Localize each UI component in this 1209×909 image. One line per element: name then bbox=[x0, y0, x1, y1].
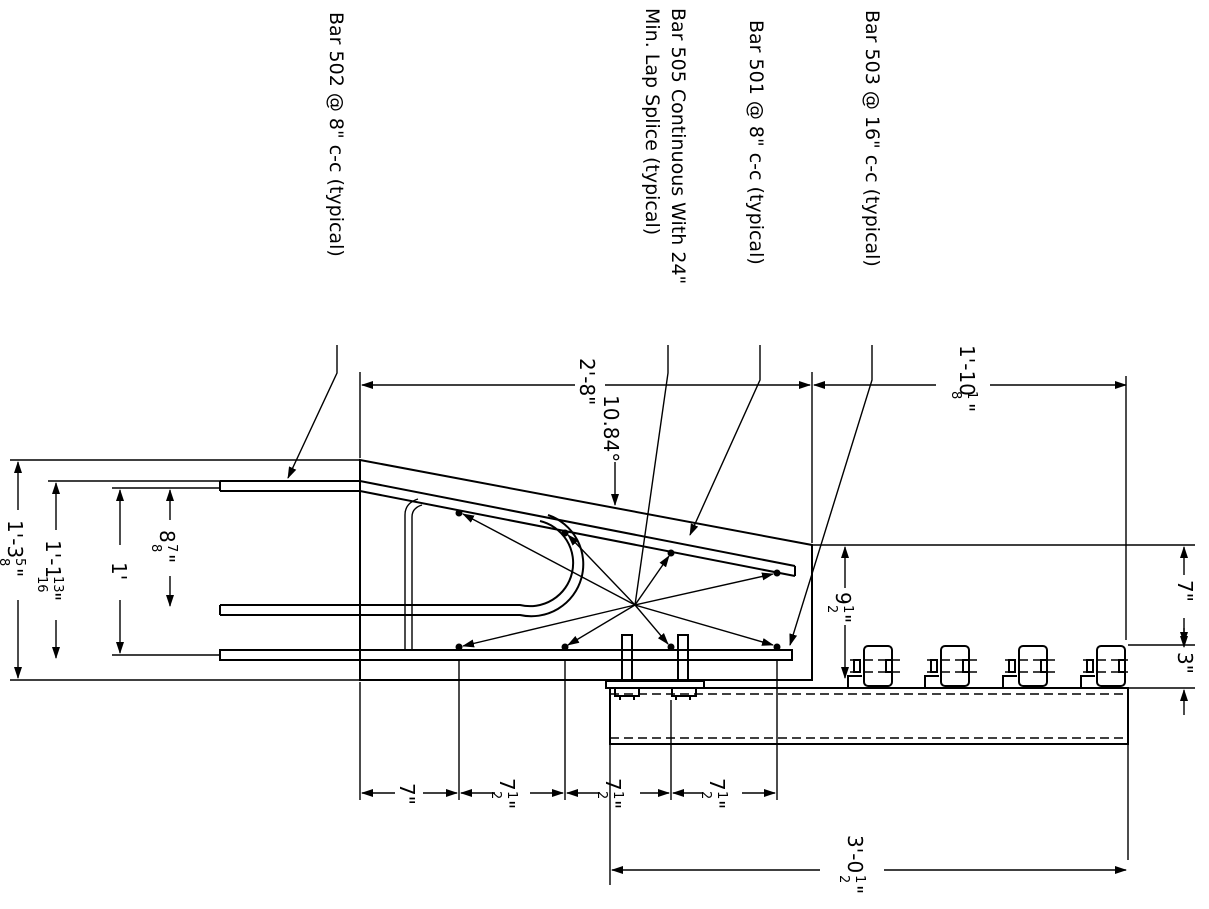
dimension-top bbox=[361, 376, 1127, 640]
rebar-group bbox=[219, 480, 796, 661]
dim-right-seven: 7" bbox=[1173, 580, 1197, 602]
svg-text:13: 13 bbox=[50, 576, 65, 593]
leader-lines bbox=[287, 345, 873, 646]
svg-text:": " bbox=[705, 800, 729, 809]
bar-505-pointers bbox=[462, 513, 774, 648]
connector-1 bbox=[836, 645, 900, 689]
svg-text:2: 2 bbox=[824, 605, 839, 613]
svg-text:1'-1: 1'-1 bbox=[41, 540, 65, 578]
dim-left-small: 8 7 8 " bbox=[148, 530, 179, 563]
dim-top-right: 1'-10 1 8 " bbox=[948, 345, 979, 412]
svg-text:8: 8 bbox=[948, 391, 963, 399]
svg-text:1'-3: 1'-3 bbox=[3, 520, 27, 558]
connector-4 bbox=[1069, 645, 1128, 689]
dimension-right bbox=[812, 544, 1195, 715]
svg-text:7: 7 bbox=[601, 778, 625, 791]
callout-bar-501: Bar 501 @ 8" c-c (typical) bbox=[745, 20, 767, 265]
svg-text:": " bbox=[495, 800, 519, 809]
svg-text:": " bbox=[831, 614, 855, 623]
dim-left-outer: 1'-3 5 8 " bbox=[0, 520, 27, 577]
svg-text:8: 8 bbox=[0, 558, 11, 566]
svg-text:7: 7 bbox=[495, 778, 519, 791]
dimension-bottom bbox=[359, 660, 1127, 874]
steel-girder bbox=[605, 680, 1129, 885]
svg-text:2: 2 bbox=[836, 875, 851, 883]
callout-bar-505-line2: Min. Lap Splice (typical) bbox=[641, 8, 663, 235]
svg-text:": " bbox=[155, 554, 179, 563]
svg-text:16: 16 bbox=[34, 576, 49, 593]
connector-3 bbox=[991, 645, 1055, 689]
dim-bottom-b: 7 1 2 " bbox=[594, 778, 625, 809]
rebar-dots bbox=[455, 509, 781, 651]
svg-text:2: 2 bbox=[698, 791, 713, 799]
svg-text:2: 2 bbox=[594, 791, 609, 799]
svg-text:1: 1 bbox=[852, 875, 867, 883]
dim-left-inner: 1' bbox=[107, 562, 131, 580]
dim-right-three: 3" bbox=[1173, 652, 1197, 674]
callout-bar-505-line1: Bar 505 Continuous With 24" bbox=[667, 8, 689, 284]
svg-text:1: 1 bbox=[964, 391, 979, 399]
svg-text:5: 5 bbox=[12, 558, 27, 566]
svg-text:1: 1 bbox=[840, 605, 855, 613]
svg-text:1'-10: 1'-10 bbox=[955, 345, 979, 396]
svg-text:8: 8 bbox=[155, 530, 179, 543]
anchor-bolts bbox=[614, 634, 697, 700]
concrete-outline bbox=[359, 372, 813, 681]
svg-text:9: 9 bbox=[831, 592, 855, 605]
svg-text:": " bbox=[955, 403, 979, 412]
svg-text:1: 1 bbox=[610, 791, 625, 799]
dim-bottom-c: 7 1 2 " bbox=[698, 778, 729, 809]
svg-text:3'-0: 3'-0 bbox=[843, 835, 867, 873]
dim-mid-nine-half: 9 1 2 " bbox=[824, 592, 855, 623]
svg-text:7: 7 bbox=[705, 778, 729, 791]
dim-bottom-total: 3'-0 1 2 " bbox=[836, 835, 867, 894]
dim-left-mid: 1'-1 13 16 " bbox=[34, 540, 65, 601]
svg-text:": " bbox=[601, 800, 625, 809]
shear-connectors bbox=[836, 645, 1128, 689]
callout-bar-503: Bar 503 @ 16" c-c (typical) bbox=[861, 10, 883, 267]
dim-slope: 10.84° bbox=[599, 395, 623, 462]
svg-text:": " bbox=[3, 568, 27, 577]
svg-text:7: 7 bbox=[164, 544, 179, 552]
svg-text:1: 1 bbox=[504, 791, 519, 799]
dimension-left bbox=[10, 459, 360, 681]
callout-bar-502: Bar 502 @ 8" c-c (typical) bbox=[325, 12, 347, 257]
svg-text:1: 1 bbox=[714, 791, 729, 799]
connector-2 bbox=[913, 645, 977, 689]
svg-text:2: 2 bbox=[488, 791, 503, 799]
svg-text:": " bbox=[41, 592, 65, 601]
svg-text:8: 8 bbox=[148, 544, 163, 552]
dim-bottom-a: 7 1 2 " bbox=[488, 778, 519, 809]
svg-text:": " bbox=[843, 885, 867, 894]
dim-bottom-seven: 7" bbox=[395, 783, 419, 805]
dim-top-left: 2'-8" bbox=[575, 358, 599, 405]
